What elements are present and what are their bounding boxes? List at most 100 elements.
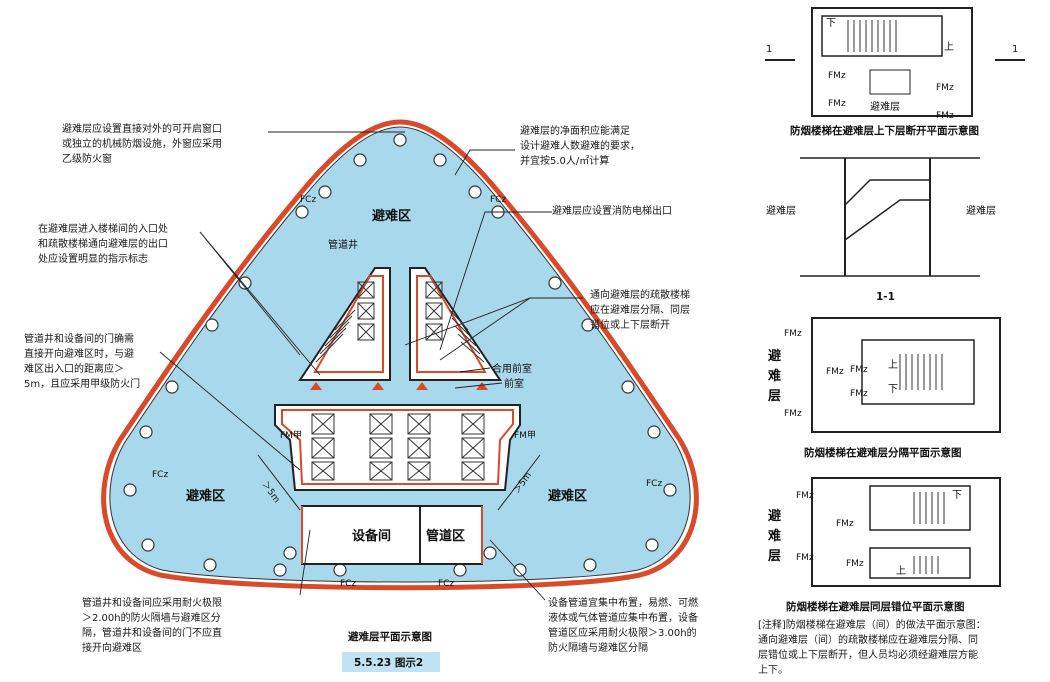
note-line: 设备管道宜集中布置，易燃、可燃: [548, 596, 698, 609]
note-line: 或独立的机械防烟设施，外窗应采用: [62, 137, 222, 150]
note-line: 通向避难层的疏散楼梯: [590, 288, 690, 301]
stair-up-label: 上: [896, 565, 906, 577]
note-line: 防火隔墙与避难区分隔: [548, 641, 648, 654]
fcz-label: FCz: [646, 479, 662, 489]
note-line: 和疏散楼梯通向避难层的出口: [38, 237, 168, 250]
figure-number-box: [342, 652, 440, 672]
fm-label: FMz: [784, 329, 802, 339]
fm-label: FMz: [846, 559, 864, 569]
note-line: 管道井和设备间的门确需: [24, 332, 134, 345]
pipe-shaft-label: 管道井: [328, 238, 358, 251]
detail2-caption: 防烟楼梯在避难层分隔平面示意图: [804, 446, 962, 459]
note-line: 乙级防火窗: [62, 152, 112, 165]
fm-label: FMz: [826, 367, 844, 377]
refuge-floor-plan: 避难层应设置直接对外的可开启窗口 或独立的机械防烟设施，外窗应采用 乙级防火窗 …: [24, 119, 699, 672]
distance-dims: [257, 454, 541, 511]
fcz-label: FCz: [490, 195, 506, 205]
note-shaft-door: 管道井和设备间的门确需 直接开向避难区时，与避 难区出入口的距离应＞ 5m，且应…: [24, 332, 140, 390]
side-char: 避: [768, 348, 781, 364]
note-line: 5m，且应采用甲级防火门: [24, 377, 140, 390]
fm-label: FMz: [850, 365, 868, 375]
side-char: 难: [767, 528, 781, 544]
note-line: 接开向避难区: [82, 641, 142, 654]
zone-label-left: 避难区: [186, 488, 225, 504]
note-line: 避难层的净面积应能满足: [520, 124, 630, 137]
side-char: 避: [768, 508, 781, 524]
note-line: 并宜按5.0人/㎡计算: [520, 154, 609, 167]
footnote-line: 通向避难层（间）的疏散楼梯应在避难层分隔、同: [758, 633, 978, 646]
side-char: 层: [768, 389, 781, 404]
section-1-1: 避难层 避难层 1-1: [766, 157, 996, 303]
note-line: 避难层应设置消防电梯出口: [552, 204, 672, 217]
fm-label: FMz: [784, 409, 802, 419]
footnote-line: 层错位或上下层断开，但人员均必须经避难层方能: [758, 648, 978, 661]
fm-label: FMz: [836, 519, 854, 529]
stair-down-label: 下: [826, 18, 836, 29]
detail1-caption: 防烟楼梯在避难层上下层断开平面示意图: [790, 124, 979, 137]
note-bottom-right: 设备管道宜集中布置，易燃、可燃 液体或气体管道应集中布置，设备 管道区应采用耐火…: [548, 596, 698, 654]
pipe-zone-label: 管道区: [426, 528, 465, 544]
equipment-room-label: 设备间: [352, 528, 391, 544]
note-line: 难区出入口的距离应＞: [24, 362, 124, 375]
side-char: 难: [767, 368, 781, 384]
fcz-label: FCz: [340, 579, 356, 589]
zone-label-right: 避难区: [548, 488, 587, 504]
section-right-label: 避难层: [966, 204, 996, 217]
footnote-line: 上下。: [758, 664, 788, 676]
fm-label: FMz: [850, 389, 868, 399]
side-char: 层: [768, 549, 781, 564]
section-mark-right: 1: [1012, 44, 1018, 55]
section-mark-left: 1: [766, 44, 772, 55]
stair-up-label: 上: [888, 359, 898, 371]
fm-label: FMz: [828, 99, 846, 109]
note-line: 隔，管道井和设备间的门不应直: [82, 626, 222, 639]
refuge-zone-fill: [109, 126, 691, 583]
detail-stair-split: 1 1 下 上 FMz FMz FMz FMz 避难层 防烟楼梯在避难层上下层断…: [765, 7, 1025, 137]
refuge-room-label: 避难层: [870, 100, 900, 113]
note-line: ＞2.00h的防火隔墙与避难区分: [82, 611, 221, 624]
note-line: 避难层应设置直接对外的可开启窗口: [62, 122, 222, 135]
fm-label: FMz: [796, 553, 814, 563]
note-bottom-left: 管道井和设备间应采用耐火极限 ＞2.00h的防火隔墙与避难区分 隔，管道井和设备…: [82, 596, 222, 654]
note-top-left: 避难层应设置直接对外的可开启窗口 或独立的机械防烟设施，外窗应采用 乙级防火窗: [62, 122, 222, 165]
fcz-label: FCz: [300, 195, 316, 205]
note-fire-elevator: 避难层应设置消防电梯出口: [552, 204, 672, 217]
detail-stair-separated: 避 难 层 FMz FMz FMz FMz FMz 上 下 防烟楼梯在避难层分隔…: [767, 317, 1001, 459]
fcz-label: FCz: [152, 470, 168, 480]
fm-label: FMz: [936, 111, 954, 121]
exit-markers: [310, 382, 488, 390]
section-title: 1-1: [876, 291, 895, 303]
note-line: 处应设置明显的指示标志: [38, 252, 148, 265]
vestibule-label: 前室: [504, 377, 524, 390]
note-line: 应在避难层分隔、同层: [590, 303, 690, 316]
plan-title: 避难层平面示意图: [347, 630, 432, 643]
note-top-right: 避难层的净面积应能满足 设计避难人数避难的要求， 并宜按5.0人/㎡计算: [520, 124, 640, 167]
stair-up-label: 上: [944, 41, 954, 53]
note-line: 在避难层进入楼梯间的入口处: [38, 222, 168, 235]
fm-label: FMz: [936, 83, 954, 93]
note-line: 设计避难人数避难的要求，: [520, 139, 640, 152]
fm-label: FMz: [828, 71, 846, 81]
detail-stair-offset: 避 难 层 FMz FMz FMz FMz 下 上 防烟楼梯在避难层同层错位平面…: [767, 477, 1001, 613]
leader-lines: [159, 131, 583, 601]
note-line: 管道区应采用耐火极限＞3.00h的: [548, 626, 697, 639]
note-stairs: 通向避难层的疏散楼梯 应在避难层分隔、同层 错位或上下层断开: [590, 288, 690, 331]
stair-core-left: [298, 267, 391, 381]
note-line: 管道井和设备间应采用耐火极限: [82, 596, 222, 609]
footnote: [注释]防烟楼梯在避难层（间）的做法平面示意图： 通向避难层（间）的疏散楼梯应在…: [758, 618, 986, 676]
note-line: 错位或上下层断开: [590, 318, 670, 331]
figure-number: 5.5.23 图示2: [354, 657, 423, 669]
equipment-rooms: [301, 505, 483, 565]
fm-jia-label: FM甲: [514, 430, 536, 441]
stair-down-label: 下: [888, 384, 898, 395]
section-left-label: 避难层: [766, 204, 796, 217]
fcz-label: FCz: [438, 579, 454, 589]
fm-jia-label: FM甲: [280, 430, 302, 441]
note-line: 液体或气体管道应集中布置，设备: [548, 611, 698, 624]
footnote-line: [注释]防烟楼梯在避难层（间）的做法平面示意图：: [758, 618, 986, 631]
shared-vestibule-label: 合用前室: [492, 362, 532, 375]
stair-down-label: 下: [952, 490, 962, 501]
note-line: 直接开向避难区时，与避: [24, 347, 134, 360]
outer-wall: [101, 119, 699, 591]
